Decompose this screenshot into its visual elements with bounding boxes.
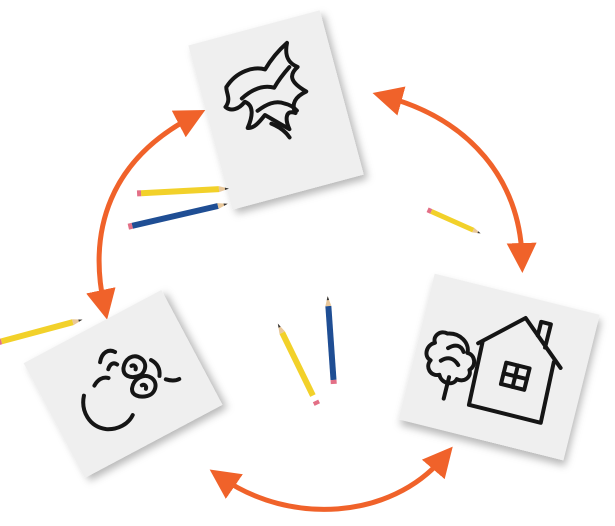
arrow-left xyxy=(86,110,206,320)
house-with-tree-icon xyxy=(424,315,563,425)
paper-sheet xyxy=(398,273,600,461)
paper-sheet xyxy=(188,10,364,210)
paper-sheet xyxy=(23,289,223,479)
yellow-pencil xyxy=(426,207,481,234)
abstract-scribble-icon xyxy=(223,40,309,140)
sketch-paper-abstract xyxy=(188,10,364,210)
yellow-pencil xyxy=(136,186,229,197)
blue-pencil xyxy=(325,296,337,385)
cycle-arrows xyxy=(86,86,537,512)
face-doodle-icon xyxy=(81,348,182,432)
sketch-paper-house xyxy=(398,273,600,461)
arrow-top-right xyxy=(372,86,537,273)
blue-pencil xyxy=(127,203,228,230)
yellow-pencil xyxy=(0,319,83,346)
arrow-bottom xyxy=(209,446,453,512)
yellow-pencil xyxy=(277,323,320,406)
sketch-paper-face xyxy=(23,289,223,479)
pencils xyxy=(0,186,481,406)
